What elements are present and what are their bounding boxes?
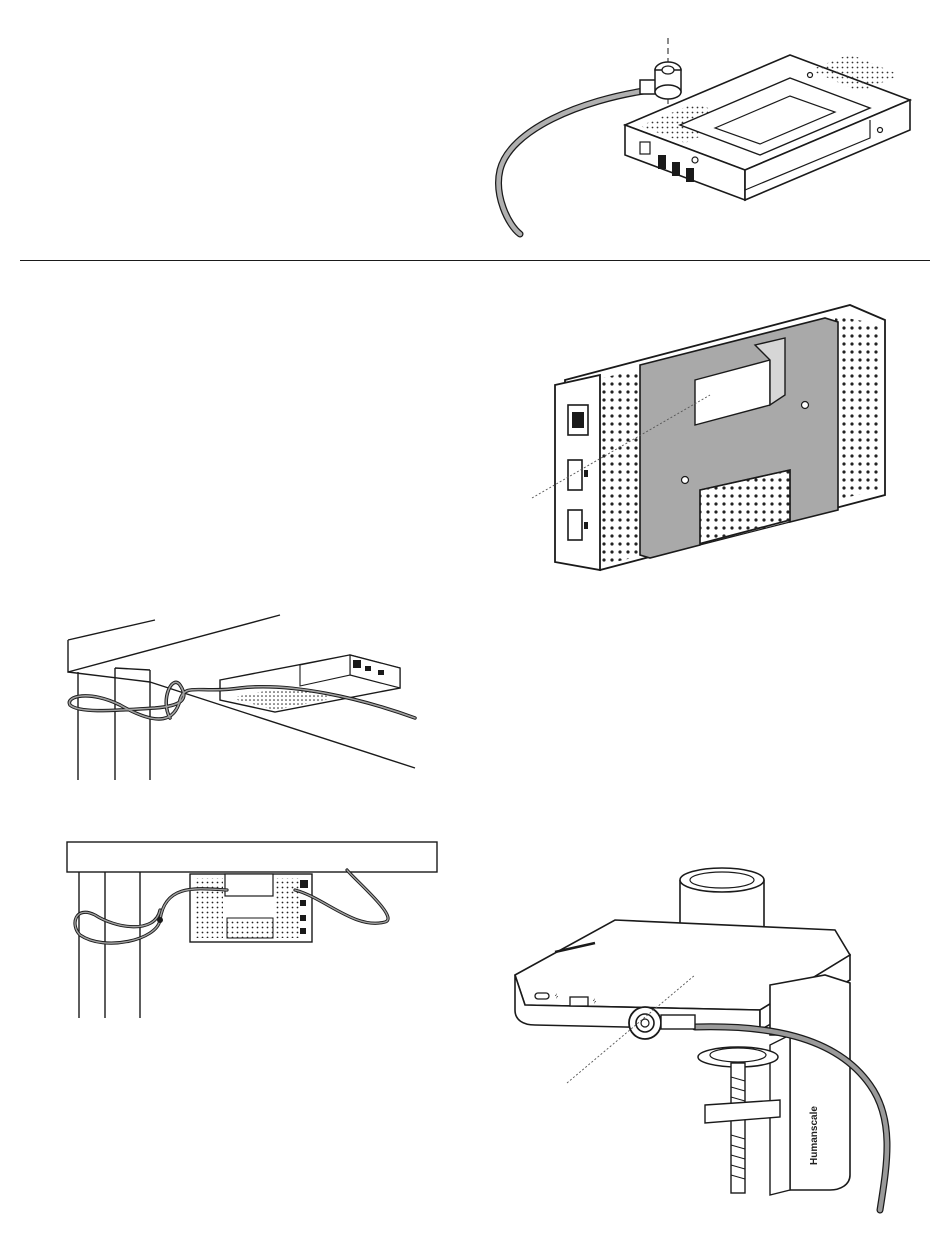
section-divider: [20, 260, 930, 261]
clamp-lock-figure: Humanscale: [505, 865, 925, 1215]
desk-perspective-figure: [60, 610, 425, 785]
hub-lock-figure: [490, 30, 930, 240]
hub-bracket-figure: [520, 300, 900, 580]
desk-front-lock-illustration: [65, 840, 440, 1020]
desk-front-figure: [65, 840, 440, 1020]
hub-mounting-bracket-illustration: [520, 300, 900, 580]
clamp-cable-lock-illustration: Humanscale: [505, 865, 925, 1215]
hub-cable-lock-illustration: [490, 30, 930, 240]
desk-underside-lock-illustration: [60, 610, 425, 785]
brand-label: Humanscale: [809, 1106, 820, 1165]
